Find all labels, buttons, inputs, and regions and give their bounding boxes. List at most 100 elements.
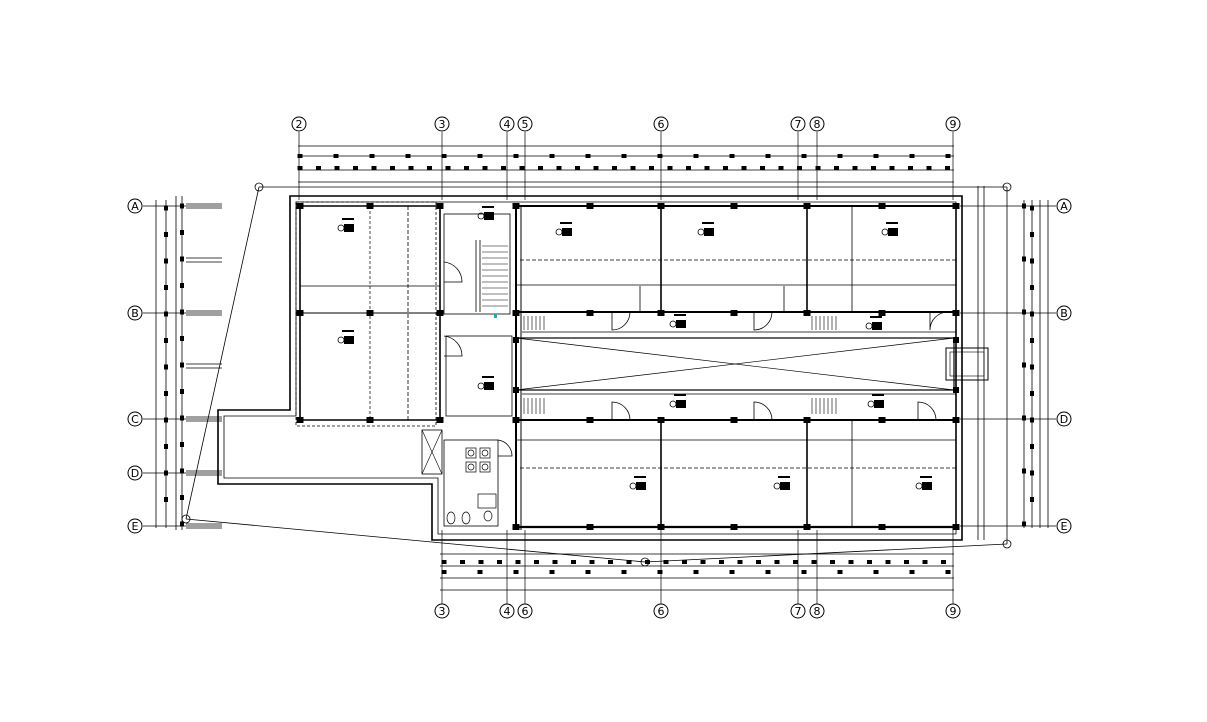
- dimension-tick: [700, 560, 706, 564]
- dimension-tick: [180, 521, 184, 527]
- dimension-tick: [801, 570, 807, 574]
- grid-bubble-label: B: [131, 307, 139, 320]
- column: [657, 417, 665, 423]
- dimension-tick: [441, 560, 447, 564]
- column: [436, 310, 444, 316]
- stair-treads: [482, 245, 837, 414]
- room-tag-symbol: [915, 476, 932, 490]
- column: [878, 524, 886, 530]
- dimension-tick: [164, 391, 168, 396]
- column: [512, 310, 520, 316]
- dimension-tick: [837, 154, 843, 158]
- column: [730, 524, 738, 530]
- dimension-tick: [1022, 256, 1026, 262]
- dimension-tick: [1030, 205, 1034, 211]
- dimension-tick: [941, 560, 946, 564]
- grid-bubble-bottom: 6: [517, 603, 533, 619]
- grid-bubble-right: E: [1056, 518, 1072, 534]
- dimension-tick: [180, 362, 184, 368]
- dimension-tick: [316, 166, 321, 170]
- column: [878, 417, 886, 423]
- column: [366, 203, 374, 209]
- dimension-tick: [371, 166, 377, 170]
- room-tag-symbol: [337, 330, 354, 344]
- dimension-tick: [682, 560, 687, 564]
- room-tag-symbol: [669, 394, 686, 408]
- dimension-tick: [612, 166, 617, 170]
- grid-bubble-label: C: [131, 413, 139, 426]
- dimension-tick: [908, 166, 913, 170]
- dimension-tick: [693, 570, 699, 574]
- dimension-tick: [1022, 362, 1026, 368]
- room-tag-symbol: [629, 476, 646, 490]
- dimension-tick: [811, 560, 817, 564]
- dimension-tick: [774, 560, 780, 564]
- dimension-tick: [926, 166, 932, 170]
- grid-bubble-label: 3: [439, 118, 446, 131]
- dimension-tick: [477, 570, 483, 574]
- dimension-tick: [478, 560, 484, 564]
- dimension-tick: [867, 560, 872, 564]
- grid-bubble-top: 2: [291, 116, 307, 132]
- dimension-tick: [837, 570, 843, 574]
- dimension-tick: [180, 283, 184, 288]
- dimension-tick: [686, 166, 691, 170]
- dimension-tick: [729, 570, 735, 574]
- column: [586, 524, 594, 530]
- dimension-tick: [922, 560, 928, 564]
- dimension-tick: [621, 154, 627, 158]
- dimension-tick: [830, 560, 835, 564]
- column: [657, 310, 665, 316]
- dimension-tick: [593, 166, 599, 170]
- dimension-tick: [180, 495, 184, 500]
- dimension-tick: [723, 166, 728, 170]
- column: [512, 524, 520, 530]
- dimension-tick: [797, 166, 802, 170]
- grid-bubble-label: 9: [950, 605, 957, 618]
- grid-bubble-left: B: [127, 305, 143, 321]
- dimension-tick: [180, 415, 184, 421]
- dimension-tick: [164, 258, 168, 264]
- dimension-tick: [657, 570, 663, 574]
- column: [952, 417, 960, 423]
- grid-bubble-label: 5: [522, 118, 529, 131]
- dimension-tick: [729, 154, 735, 158]
- grid-bubble-label: 8: [814, 605, 821, 618]
- dimension-tick: [164, 205, 168, 211]
- grid-bubble-label: D: [1060, 413, 1068, 426]
- grid-bubble-bottom: 6: [653, 603, 669, 619]
- column: [952, 524, 960, 530]
- dimension-tick: [180, 468, 184, 474]
- dimension-tick: [180, 309, 184, 315]
- column: [953, 387, 959, 393]
- grid-bubble-left: A: [127, 198, 143, 214]
- dimension-tick: [765, 154, 771, 158]
- dimension-tick: [1030, 391, 1034, 396]
- dimension-tick: [164, 497, 168, 502]
- dimension-tick: [549, 570, 555, 574]
- dimension-tick: [180, 230, 184, 235]
- toilet-fixtures: [446, 447, 497, 525]
- grid-bubble-right: A: [1056, 198, 1072, 214]
- room-tag-symbol: [555, 222, 572, 236]
- dimension-tick: [164, 338, 168, 343]
- dimension-tick: [793, 560, 798, 564]
- column: [513, 337, 519, 343]
- column: [366, 310, 374, 316]
- grid-bubble-top: 7: [790, 116, 806, 132]
- dimension-tick: [1022, 521, 1026, 527]
- grid-bubble-label: 3: [439, 605, 446, 618]
- grid-axis-lines: [143, 132, 1056, 604]
- dimension-tick: [873, 154, 879, 158]
- dimension-tick: [945, 166, 950, 170]
- grid-bubble-label: 4: [504, 118, 511, 131]
- column: [296, 203, 304, 209]
- dimension-tick: [945, 570, 951, 574]
- dimension-tick: [164, 311, 168, 317]
- column: [803, 524, 811, 530]
- dimension-tick: [585, 154, 591, 158]
- dimension-tick: [834, 166, 839, 170]
- grid-bubble-top: 8: [809, 116, 825, 132]
- dimension-tick: [464, 166, 469, 170]
